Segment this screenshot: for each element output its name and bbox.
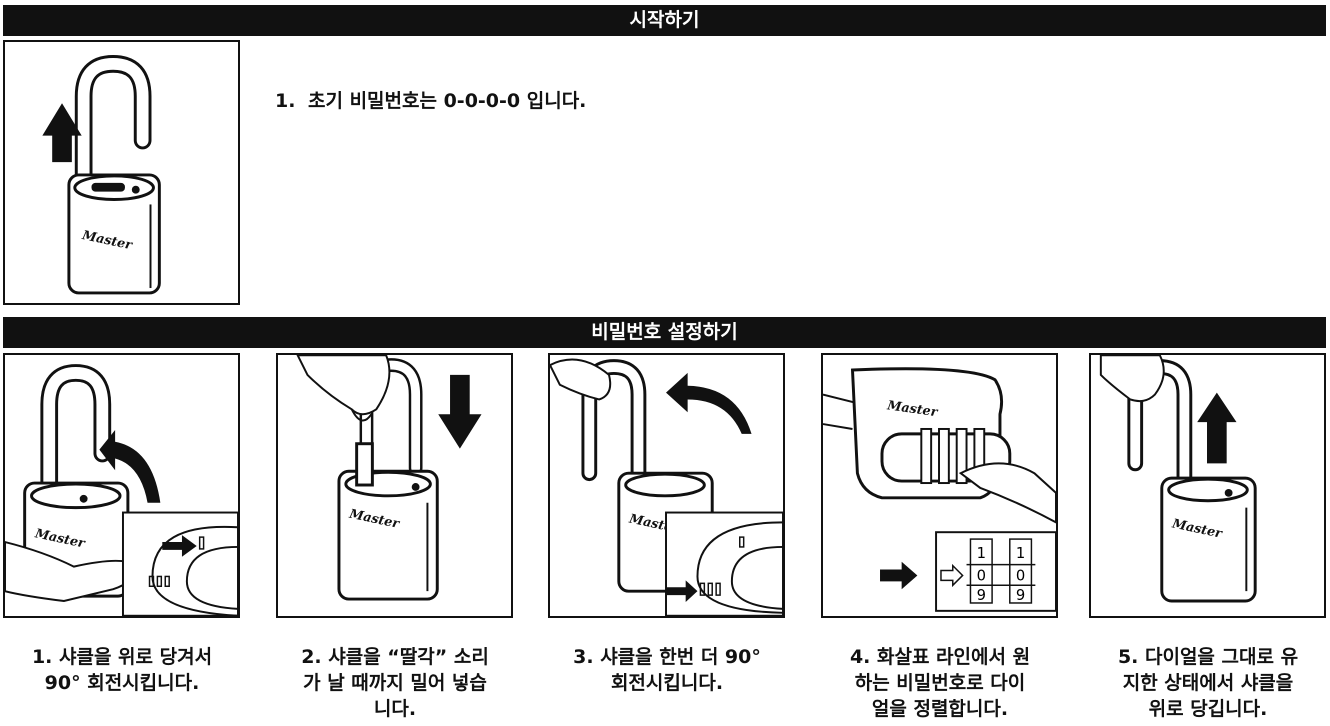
caption-line: 얼을 정렬합니다. <box>871 698 1009 720</box>
curved-arrow-icon <box>666 372 752 434</box>
step-1-caption: 1. 샤클을 위로 당겨서 90° 회전시킵니다. <box>0 644 252 696</box>
step-4-caption: 4. 화살표 라인에서 원 하는 비밀번호로 다이 얼을 정렬합니다. <box>810 644 1070 722</box>
intro-illustration: Master <box>3 40 240 305</box>
step-1-illustration: Master <box>3 353 240 618</box>
step-3-illustration: Master <box>548 353 785 618</box>
step-5-caption: 5. 다이얼을 그대로 유 지한 상태에서 샤클을 위로 당깁니다. <box>1078 644 1330 722</box>
padlock-open-illustration: Master <box>42 55 161 295</box>
padlock-rotate-illustration: Master <box>5 364 238 616</box>
caption-line: 1. 샤클을 위로 당겨서 <box>31 646 213 668</box>
outline-arrow-icon <box>940 563 964 588</box>
padlock-dial-illustration: Master 1 0 9 1 0 9 <box>823 367 1056 612</box>
intro-number: 1. <box>275 90 296 112</box>
caption-line: 위로 당깁니다. <box>1148 698 1268 720</box>
intro-instruction: 1. 초기 비밀번호는 0-0-0-0 입니다. <box>275 86 586 113</box>
step-4-illustration: Master 1 0 9 1 0 9 <box>821 353 1058 618</box>
step-2-caption: 2. 샤클을 “딸각” 소리 가 날 때까지 밀어 넣습 니다. <box>265 644 525 722</box>
caption-line: 90° 회전시킵니다. <box>44 672 200 694</box>
intro-text: 초기 비밀번호는 0-0-0-0 입니다. <box>308 90 587 112</box>
brand-logo: Master <box>885 398 939 420</box>
step-2-illustration: Master <box>276 353 513 618</box>
caption-line: 지한 상태에서 샤클을 <box>1122 672 1294 694</box>
caption-line: 5. 다이얼을 그대로 유 <box>1117 646 1299 668</box>
section-title: 비밀번호 설정하기 <box>591 321 738 343</box>
caption-line: 2. 샤클을 “딸각” 소리 <box>301 646 489 668</box>
padlock-pull-up-illustration: Master <box>1099 355 1257 603</box>
caption-line: 회전시킵니다. <box>610 672 724 694</box>
padlock-rotate-again-illustration: Master <box>550 358 783 616</box>
caption-line: 하는 비밀번호로 다이 <box>854 672 1026 694</box>
dial-digit: 0 <box>1016 567 1025 584</box>
caption-line: 니다. <box>373 698 417 720</box>
dial-digit: 0 <box>977 567 986 584</box>
section-header-set: 비밀번호 설정하기 <box>3 317 1326 348</box>
dial-digit: 9 <box>1016 587 1025 604</box>
right-arrow-icon <box>666 580 698 602</box>
right-arrow-icon <box>162 535 197 557</box>
section-title: 시작하기 <box>629 9 700 31</box>
caption-line: 가 날 때까지 밀어 넣습 <box>303 672 487 694</box>
step-5-illustration: Master <box>1089 353 1326 618</box>
curved-arrow-icon <box>99 429 161 503</box>
section-header-start: 시작하기 <box>3 5 1326 36</box>
step-3-caption: 3. 샤클을 한번 더 90° 회전시킵니다. <box>537 644 797 696</box>
dial-digit: 9 <box>977 587 986 604</box>
padlock-push-illustration: Master <box>296 355 482 601</box>
dial-digit: 1 <box>1016 545 1025 562</box>
down-arrow-icon <box>438 374 482 449</box>
caption-line: 3. 샤클을 한번 더 90° <box>573 646 761 668</box>
dial-digit: 1 <box>977 545 986 562</box>
up-arrow-icon <box>1197 392 1237 464</box>
right-arrow-icon <box>880 561 918 590</box>
caption-line: 4. 화살표 라인에서 원 <box>849 646 1031 668</box>
